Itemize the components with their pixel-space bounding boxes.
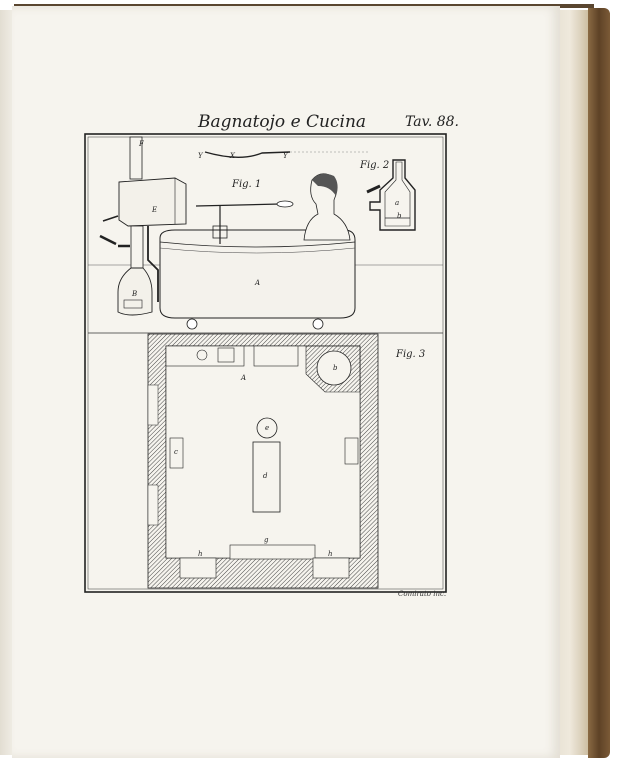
engraver-credit: Comirato inc.: [398, 590, 447, 598]
fig2-label: Fig. 2: [359, 160, 389, 171]
stove: [117, 267, 153, 316]
binding-edge: [588, 8, 610, 758]
fig2-heater: [369, 159, 416, 231]
wheel: [312, 318, 324, 330]
svg-text:h: h: [198, 550, 203, 558]
svg-text:A: A: [254, 279, 260, 287]
plate-frame: [84, 133, 447, 593]
svg-text:A: A: [240, 374, 246, 382]
svg-text:F: F: [138, 140, 145, 148]
svg-text:B: B: [131, 290, 137, 298]
svg-text:g: g: [264, 536, 269, 544]
svg-text:a: a: [395, 199, 399, 207]
svg-text:b: b: [333, 364, 338, 372]
pipe: [130, 225, 144, 269]
stove-top: [253, 345, 299, 367]
table-stool: [256, 417, 278, 439]
valve: [212, 225, 228, 239]
svg-text:d: d: [263, 472, 268, 480]
plate-inner-frame: [87, 136, 444, 590]
bather: [303, 173, 351, 241]
fig3-label: Fig. 3: [395, 349, 425, 360]
svg-text:Y: Y: [198, 152, 204, 160]
bathtub: [159, 229, 356, 319]
rod: [204, 151, 291, 158]
lever: [195, 203, 281, 207]
stovepipe: [129, 136, 143, 180]
table: [252, 441, 281, 513]
right-page-stack: [556, 10, 590, 755]
wheel: [186, 318, 198, 330]
plate-number: Tav. 88.: [405, 114, 460, 130]
range: [165, 345, 245, 367]
fig1-label: Fig. 1: [231, 179, 261, 190]
svg-text:c: c: [174, 448, 178, 456]
feed-pipe: [147, 226, 159, 302]
boiler-box: [118, 177, 187, 227]
hair: [312, 173, 338, 196]
svg-text:b: b: [397, 212, 402, 220]
svg-text:E: E: [151, 206, 157, 214]
svg-text:Y: Y: [283, 152, 289, 160]
svg-text:X: X: [229, 152, 236, 160]
left-page-edge: [0, 10, 14, 755]
svg-text:e: e: [265, 424, 269, 432]
boiler-plan: [316, 350, 352, 386]
plate-title: Bagnatojo e Cucina: [198, 112, 367, 132]
fireplace: [229, 544, 316, 560]
svg-text:h: h: [328, 550, 333, 558]
